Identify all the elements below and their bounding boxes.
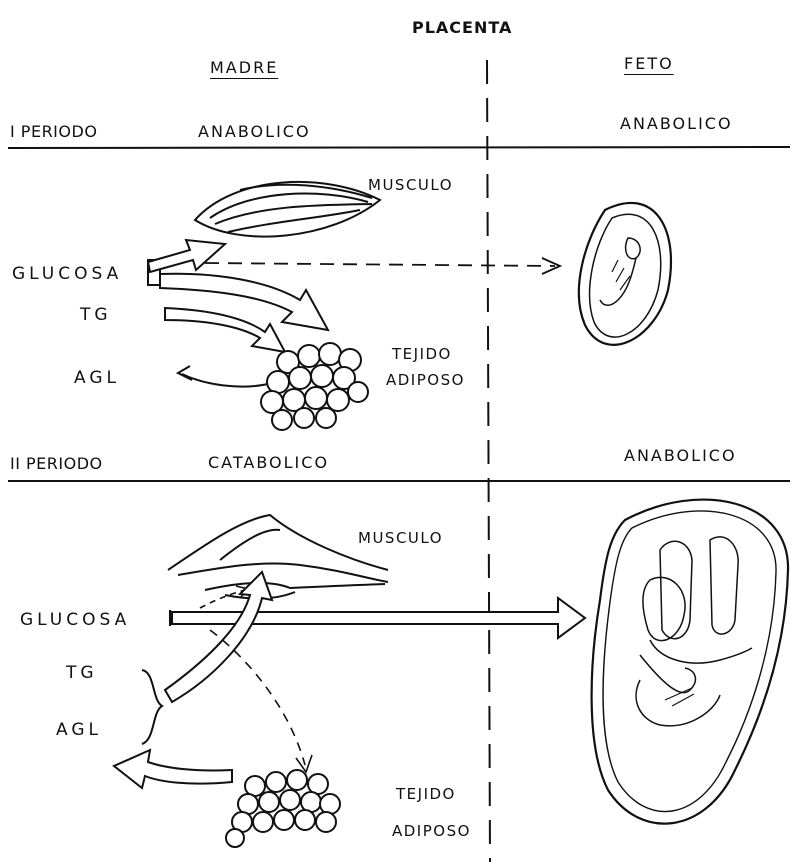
adipose-cluster-icon-2 — [226, 770, 340, 847]
adipose-to-agl-arrow — [114, 750, 232, 788]
period1-label: I PERIODO — [10, 124, 97, 140]
period2-adiposo-label: ADIPOSO — [392, 824, 471, 839]
adipose-cluster-icon — [261, 343, 368, 430]
agl-release-arrow — [182, 374, 268, 387]
tg-agl-brace — [142, 670, 162, 744]
glucose-to-fetus-dashed-arrow — [205, 263, 555, 266]
placenta-divider — [487, 60, 490, 862]
period1-tg-label: TG — [80, 307, 112, 324]
period1-madre-state: ANABOLICO — [198, 124, 311, 140]
placenta-label: PLACENTA — [412, 20, 512, 36]
feto-label: FETO — [624, 56, 674, 72]
period1-separator — [8, 147, 790, 148]
muscle-icon-2 — [168, 515, 388, 598]
period1-agl-label: AGL — [74, 370, 120, 387]
agl-release-arrowhead — [178, 366, 192, 380]
madre-label: MADRE — [210, 60, 278, 76]
period2-tg-label: TG — [66, 665, 98, 682]
period2-tejido-label: TEJIDO — [396, 787, 456, 802]
period1-glucosa-label: GLUCOSA — [12, 266, 122, 283]
period2-glucosa-label: GLUCOSA — [20, 612, 130, 629]
period1-tejido-label: TEJIDO — [392, 347, 452, 362]
period2-agl-label: AGL — [56, 722, 102, 739]
period1-feto-state: ANABOLICO — [620, 116, 733, 132]
period2-musculo-label: MUSCULO — [358, 531, 443, 546]
period1-adiposo-label: ADIPOSO — [386, 373, 465, 388]
period1-musculo-label: MUSCULO — [368, 178, 453, 193]
tgagl-to-muscle-arrow — [165, 572, 272, 702]
period2-feto-state: ANABOLICO — [624, 448, 737, 464]
period2-label: II PERIODO — [10, 456, 103, 472]
period2-madre-state: CATABOLICO — [208, 455, 329, 471]
tg-to-adipose-arrow — [165, 308, 285, 352]
late-fetus-icon — [592, 500, 788, 824]
glucose-to-muscle-arrow — [148, 240, 225, 272]
glucose-to-muscle-dashed-arrow — [200, 590, 245, 608]
muscle-icon — [195, 182, 380, 237]
early-fetus-icon — [579, 203, 671, 345]
